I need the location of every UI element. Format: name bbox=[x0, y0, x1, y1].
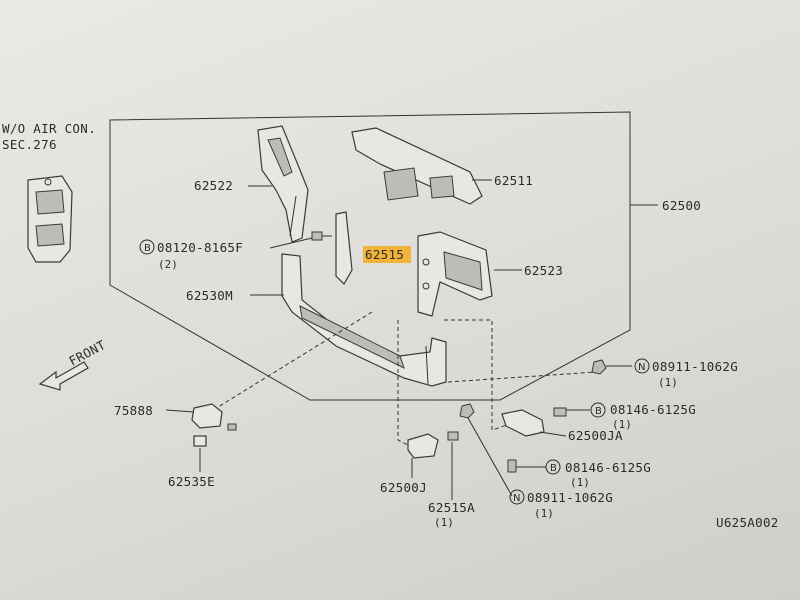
bolt-08146-lower-qty: (1) bbox=[570, 476, 590, 489]
bolt-08146-upper-prefix: B bbox=[595, 406, 602, 417]
part-62515-drawing bbox=[335, 211, 353, 285]
part-label-62500J[interactable]: 62500J bbox=[380, 480, 427, 495]
part-62523-drawing bbox=[417, 231, 493, 317]
part-label-75888[interactable]: 75888 bbox=[114, 403, 153, 418]
nut-08911-upper-prefix: N bbox=[638, 362, 645, 373]
bolt-08146-upper-code[interactable]: 08146-6125G bbox=[610, 402, 696, 417]
nut-08911-lower-qty: (1) bbox=[534, 507, 554, 520]
bolt-08146-lower-prefix: B bbox=[550, 463, 557, 474]
nut-08911-upper-drawing bbox=[591, 359, 607, 375]
note-line1: W/O AIR CON. bbox=[2, 121, 96, 136]
bolt-b-marker-icon bbox=[139, 239, 155, 255]
bolt-08146-upper-qty: (1) bbox=[612, 418, 632, 431]
part-label-62511[interactable]: 62511 bbox=[494, 173, 533, 188]
nut-08911-lower-prefix: N bbox=[513, 493, 520, 504]
part-75888-drawing bbox=[191, 403, 237, 431]
part-label-62530M[interactable]: 62530M bbox=[186, 288, 233, 303]
highlight-62515 bbox=[363, 246, 411, 263]
figure-code: U625A002 bbox=[716, 515, 779, 530]
bolt-08120-code[interactable]: 08120-8165F bbox=[157, 240, 243, 255]
nut-08911-lower-code[interactable]: 08911-1062G bbox=[527, 490, 613, 505]
leader-75888 bbox=[165, 409, 195, 413]
part-label-62515A[interactable]: 62515A bbox=[428, 500, 475, 515]
assembly-outline bbox=[109, 111, 631, 401]
part-label-62535E[interactable]: 62535E bbox=[168, 474, 215, 489]
bolt-08120-qty: (2) bbox=[158, 258, 178, 271]
dash-line-nut bbox=[447, 371, 597, 383]
part-62500JA-drawing bbox=[501, 409, 545, 437]
bolt-08120-prefix: B bbox=[144, 243, 151, 254]
part-label-62515-highlighted[interactable]: 62515 bbox=[365, 247, 404, 262]
dash-line-right bbox=[444, 319, 511, 431]
leader-08911-lower bbox=[467, 417, 513, 497]
aircon-bracket-drawing bbox=[27, 175, 73, 263]
bolt-08120-drawing bbox=[311, 231, 332, 241]
dash-line-center bbox=[397, 320, 415, 449]
bolt-08146-upper-drawing bbox=[553, 407, 567, 417]
part-62522-drawing bbox=[257, 125, 309, 243]
part-label-62523[interactable]: 62523 bbox=[524, 263, 563, 278]
bolt-b-marker-lower-icon bbox=[545, 459, 561, 475]
leader-62500JA bbox=[539, 431, 567, 437]
nut-08911-upper-code[interactable]: 08911-1062G bbox=[652, 359, 738, 374]
part-62511-drawing bbox=[351, 127, 483, 205]
nut-n-marker-upper-icon bbox=[634, 358, 650, 374]
nut-08911-upper-qty: (1) bbox=[658, 376, 678, 389]
leader-08120 bbox=[269, 237, 313, 249]
bolt-b-marker-upper-icon bbox=[590, 402, 606, 418]
part-label-62522[interactable]: 62522 bbox=[194, 178, 233, 193]
front-arrow-icon bbox=[38, 361, 89, 391]
part-62515A-drawing bbox=[447, 431, 459, 441]
part-62515A-qty: (1) bbox=[434, 516, 454, 529]
part-label-62500JA[interactable]: 62500JA bbox=[568, 428, 623, 443]
part-62530M-drawing bbox=[281, 253, 447, 387]
nut-n-marker-lower-icon bbox=[509, 489, 525, 505]
dash-line-left bbox=[209, 311, 373, 413]
bolt-08146-lower-code[interactable]: 08146-6125G bbox=[565, 460, 651, 475]
part-62535E-drawing bbox=[193, 435, 207, 447]
bolt-08146-lower-drawing bbox=[507, 459, 517, 473]
part-62500J-drawing bbox=[407, 433, 439, 459]
note-line2: SEC.276 bbox=[2, 137, 57, 152]
nut-08911-lower-drawing bbox=[459, 403, 475, 419]
part-label-62500[interactable]: 62500 bbox=[662, 198, 701, 213]
front-direction-label: FRONT bbox=[66, 337, 108, 369]
